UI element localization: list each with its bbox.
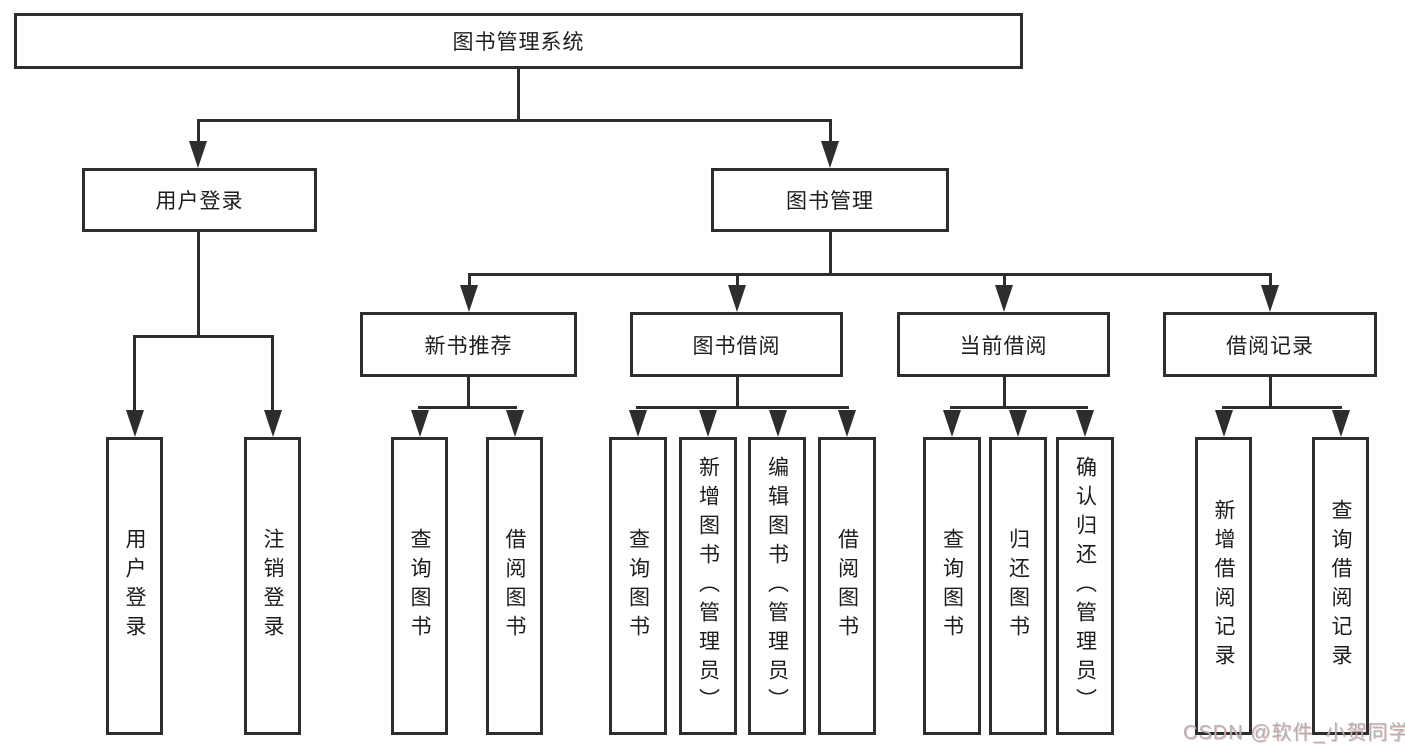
leaf-label: 注销登录 <box>261 528 284 644</box>
node-label: 用户登录 <box>155 190 244 213</box>
leaf-label: 新增借阅记录 <box>1212 499 1235 673</box>
arrowhead-borrow-query <box>629 410 647 437</box>
node-book-management-branch: 图书管理 <box>711 168 949 232</box>
arrowhead-current-confirm <box>1076 410 1094 437</box>
node-label: 图书管理系统 <box>452 31 585 54</box>
connector-borrow-records-split <box>1222 406 1342 409</box>
connector-root-stem <box>517 69 520 120</box>
leaf-current-query-books: 查询图书 <box>923 437 981 735</box>
leaf-label: 查询图书 <box>408 528 431 644</box>
node-user-login-branch: 用户登录 <box>82 168 317 232</box>
node-label: 当前借阅 <box>959 334 1048 358</box>
leaf-records-add-record: 新增借阅记录 <box>1195 437 1252 735</box>
arrowhead-user-login <box>189 141 207 168</box>
arrowhead-current-query <box>943 410 961 437</box>
connector-arm-login-leaf <box>133 335 136 411</box>
arrowhead-records-add <box>1215 410 1233 437</box>
connector-arm-new-book <box>468 273 471 288</box>
leaf-label: 用户登录 <box>123 528 146 644</box>
leaf-label: 借阅图书 <box>503 528 526 644</box>
leaf-current-confirm-return-admin: 确认归还（管理员） <box>1056 437 1114 735</box>
arrowhead-current-borrow <box>995 285 1013 312</box>
connector-arm-book-management <box>829 119 832 144</box>
leaf-borrow-edit-books-admin: 编辑图书（管理员） <box>748 437 806 735</box>
leaf-borrow-add-books-admin: 新增图书（管理员） <box>679 437 737 735</box>
leaf-label: 编辑图书（管理员） <box>765 455 789 717</box>
arrowhead-book-borrow <box>728 285 746 312</box>
connector-book-borrow-split <box>636 406 849 409</box>
connector-current-borrow-stem <box>1003 377 1006 407</box>
csdn-watermark: CSDN @软件_小贺同学 <box>1183 722 1405 744</box>
arrowhead-login-leaf <box>126 410 144 437</box>
leaf-recommend-borrow-books: 借阅图书 <box>486 437 543 735</box>
leaf-label: 查询图书 <box>626 528 650 644</box>
connector-root-split <box>197 119 832 122</box>
leaf-user-login: 用户登录 <box>106 437 163 735</box>
arrowhead-book-management <box>821 141 839 168</box>
node-label: 借阅记录 <box>1226 334 1314 358</box>
node-book-borrow: 图书借阅 <box>630 312 843 377</box>
node-label: 图书管理 <box>786 190 874 213</box>
connector-arm-logout-leaf <box>271 335 274 411</box>
leaf-label: 借阅图书 <box>835 528 859 644</box>
arrowhead-borrow-records <box>1261 285 1279 312</box>
connector-borrow-records-stem <box>1269 377 1272 407</box>
arrowhead-borrow-add <box>699 410 717 437</box>
arrowhead-logout-leaf <box>264 410 282 437</box>
leaf-recommend-query-books: 查询图书 <box>391 437 448 735</box>
node-library-management-system: 图书管理系统 <box>14 13 1023 69</box>
node-label: 新书推荐 <box>424 334 513 358</box>
leaf-label: 确认归还（管理员） <box>1073 455 1097 717</box>
connector-user-login-stem <box>197 232 200 336</box>
connector-arm-user-login <box>197 119 200 144</box>
node-label: 图书借阅 <box>692 334 781 358</box>
connector-new-book-stem <box>467 377 470 407</box>
leaf-borrow-query-books: 查询图书 <box>609 437 667 735</box>
connector-new-book-split <box>418 406 517 409</box>
arrowhead-borrow-edit <box>769 410 787 437</box>
connector-book-management-split <box>468 273 1272 276</box>
leaf-label: 查询图书 <box>940 528 964 644</box>
connector-book-management-stem <box>829 232 832 274</box>
leaf-logout: 注销登录 <box>244 437 301 735</box>
node-borrow-records: 借阅记录 <box>1163 312 1377 377</box>
connector-user-login-split <box>133 335 274 338</box>
node-new-book-recommend: 新书推荐 <box>360 312 577 377</box>
arrowhead-recommend-query <box>411 410 429 437</box>
arrowhead-recommend-borrow <box>506 410 524 437</box>
connector-arm-current-borrow <box>1003 273 1006 288</box>
arrowhead-records-query <box>1332 410 1350 437</box>
leaf-current-return-books: 归还图书 <box>989 437 1047 735</box>
connector-arm-book-borrow <box>736 273 739 288</box>
connector-current-borrow-split <box>950 406 1088 409</box>
arrowhead-borrow-borrow <box>838 410 856 437</box>
connector-book-borrow-stem <box>736 377 739 407</box>
leaf-borrow-borrow-books: 借阅图书 <box>818 437 876 735</box>
connector-arm-borrow-records <box>1269 273 1272 288</box>
arrowhead-new-book <box>460 285 478 312</box>
arrowhead-current-return <box>1009 410 1027 437</box>
leaf-records-query-record: 查询借阅记录 <box>1312 437 1369 735</box>
leaf-label: 新增图书（管理员） <box>696 455 720 717</box>
node-current-borrow: 当前借阅 <box>897 312 1110 377</box>
leaf-label: 归还图书 <box>1006 528 1030 644</box>
leaf-label: 查询借阅记录 <box>1329 499 1352 673</box>
